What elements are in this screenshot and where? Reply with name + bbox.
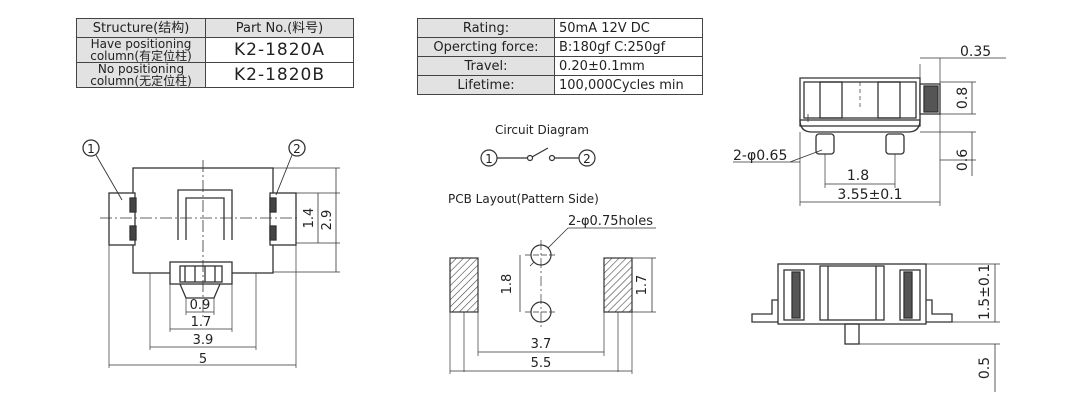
circuit-pin-1: 1 (485, 152, 493, 166)
side-dim-0-35: 0.35 (960, 44, 991, 60)
pin-1-label: 1 (87, 142, 95, 156)
pcb-layout-title: PCB Layout(Pattern Side) (448, 192, 599, 206)
part-number: K2-1820B (205, 62, 354, 88)
rating-value: 0.20±0.1mm (554, 56, 703, 76)
pcb-dim-3-7: 3.7 (531, 337, 552, 352)
part-number-table: Structure(结构) Part No.(料号) Have position… (76, 18, 354, 88)
pcb-dim-1-8: 1.8 (500, 274, 515, 295)
side-dim-1-8: 1.8 (847, 168, 869, 184)
rating-key: Travel: (417, 56, 555, 76)
pcb-holes-label: 2-φ0.75holes (568, 214, 653, 229)
side-dim-phi: 2-φ0.65 (733, 148, 787, 164)
rating-key: Rating: (417, 18, 555, 38)
rating-key: Opercting force: (417, 37, 555, 57)
part-no-header: Part No.(料号) (205, 18, 354, 38)
structure-label: No positioning column(无定位柱) (76, 62, 206, 88)
front-dim-0-5: 0.5 (977, 357, 993, 379)
pcb-dim-5-5: 5.5 (531, 356, 552, 371)
front-dim-1-5: 1.5±0.1 (977, 264, 993, 320)
rating-key: Lifetime: (417, 75, 555, 95)
side-view (733, 57, 1006, 206)
pcb-dim-1-7: 1.7 (635, 275, 650, 296)
structure-header: Structure(结构) (76, 18, 206, 38)
front-view (751, 263, 1000, 392)
dim-5: 5 (199, 352, 207, 367)
side-dim-3-55: 3.55±0.1 (837, 187, 902, 203)
rating-value: 50mA 12V DC (554, 18, 703, 38)
circuit-symbol (480, 147, 596, 167)
circuit-diagram-title: Circuit Diagram (495, 123, 589, 137)
rating-value: 100,000Cycles min (554, 75, 703, 95)
dim-3-9: 3.9 (193, 333, 214, 348)
dim-1-7: 1.7 (191, 315, 212, 330)
dim-0-9: 0.9 (190, 298, 211, 313)
dim-2-9: 2.9 (320, 210, 335, 231)
dim-1-4: 1.4 (302, 208, 317, 229)
top-view (82, 139, 340, 368)
side-dim-0-6: 0.6 (955, 149, 971, 171)
circuit-pin-2: 2 (583, 152, 591, 166)
part-number: K2-1820A (205, 37, 354, 63)
pin-2-label: 2 (293, 142, 301, 156)
side-dim-0-8: 0.8 (955, 87, 971, 109)
pcb-layout (449, 227, 656, 374)
rating-table: Rating:50mA 12V DC Opercting force:B:180… (417, 18, 703, 95)
structure-label: Have positioning column(有定位柱) (76, 37, 206, 63)
